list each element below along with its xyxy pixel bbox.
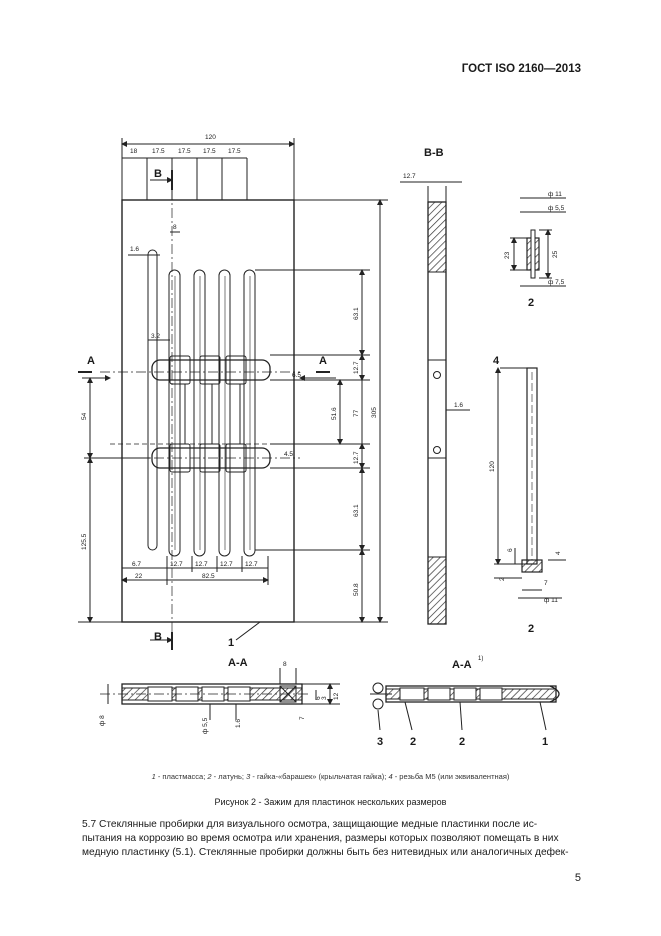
page-number: 5: [574, 872, 581, 884]
dim-12-7-e: 12.7: [220, 561, 233, 568]
aa-dim-8: 8: [283, 661, 287, 668]
paragraph-line-1: 5.7 Стеклянные пробирки для визуального …: [82, 819, 538, 830]
callout-2-aa1-a: 2: [410, 736, 416, 748]
paragraph-line-2: пытания на коррозию во время осмотра или…: [82, 833, 559, 845]
dim-63-1-a: 63.1: [353, 307, 360, 320]
callout-2-bolt: 2: [528, 623, 534, 635]
aa-dim-1-6: 1.6: [235, 719, 242, 728]
dim-22: 22: [135, 573, 143, 580]
clamp-technical-drawing: 120 18 17.5 17.5 17.5 17.5 8 1.6 3.2 54 …: [78, 134, 566, 748]
dim-51-6: 51.6: [331, 407, 338, 420]
marker-a-right: A: [319, 355, 327, 367]
aa-dim-3: 3: [321, 696, 328, 700]
dim-82-5: 82.5: [202, 573, 215, 580]
paragraph-line-3: медную пластинку (5.1). Стеклянные проби…: [82, 847, 569, 859]
bolt-dim-11: ф 11: [544, 597, 558, 604]
callout-3: 3: [377, 736, 383, 748]
figure-title: Рисунок 2 - Зажим для пластинок нескольк…: [214, 797, 447, 807]
bolt-dim-120: 120: [489, 461, 496, 472]
dim-1-6: 1.6: [130, 246, 139, 253]
callout-1-aa1: 1: [542, 736, 548, 748]
dim-77: 77: [353, 409, 360, 417]
dim-54: 54: [81, 412, 88, 420]
aa-dim-7: 7: [299, 716, 306, 720]
section-label-aa-1: A-A: [452, 659, 472, 671]
bb-dim-12-7: 12.7: [403, 173, 416, 180]
callout-4-bolt: 4: [493, 355, 500, 367]
dim-3-2: 3.2: [151, 333, 160, 340]
dim-120: 120: [205, 134, 216, 141]
marker-a-left: A: [87, 355, 95, 367]
dim-17-5-d: 17.5: [228, 148, 241, 155]
bb-dim-1-6: 1.6: [454, 402, 463, 409]
aa-dim-dia-8: ф 8: [99, 715, 106, 726]
dim-6-7: 6.7: [132, 561, 141, 568]
dim-4-5: 4.5: [284, 451, 293, 458]
dim-305: 305: [371, 407, 378, 418]
dim-50-8: 50.8: [353, 583, 360, 596]
dim-12-7-f: 12.7: [245, 561, 258, 568]
callout-1-main: 1: [228, 637, 234, 649]
aa-dim-6: 6: [315, 696, 322, 700]
dim-6-5: 6.5: [292, 372, 301, 379]
nut-dim-23: 23: [504, 251, 511, 259]
figure-legend: 1 - пластмасса; 2 - латунь; 3 - гайка-«б…: [151, 772, 510, 781]
section-label-aa: A-A: [228, 657, 248, 669]
section-label-bb: B-B: [424, 147, 444, 159]
aa-dim-dia-5-5: ф 5,5: [202, 717, 209, 734]
nut-dim-5-5: ф 5,5: [548, 205, 565, 212]
dim-17-5-b: 17.5: [178, 148, 191, 155]
dim-12-7-d: 12.7: [195, 561, 208, 568]
section-5-7-paragraph: 5.7 Стеклянные пробирки для визуального …: [82, 818, 582, 861]
nut-dim-25: 25: [552, 250, 559, 258]
marker-b-bottom: B: [154, 631, 162, 643]
dim-125-5: 125.5: [81, 533, 88, 550]
callout-2-nut: 2: [528, 297, 534, 309]
dim-12-7-c: 12.7: [170, 561, 183, 568]
section-aa1-footnote-mark: 1): [478, 656, 483, 662]
nut-dim-7-5: ф 7,5: [548, 279, 565, 286]
bolt-dim-2: 2: [499, 577, 506, 581]
dim-12-7-b: 12.7: [353, 451, 360, 464]
dim-17-5-c: 17.5: [203, 148, 216, 155]
bolt-dim-7: 7: [544, 580, 548, 587]
marker-b-top: B: [154, 168, 162, 180]
standard-header: ГОСТ ISO 2160—2013: [461, 63, 581, 75]
dim-12-7-a: 12.7: [353, 361, 360, 374]
dim-63-1-b: 63.1: [353, 504, 360, 517]
aa-dim-12: 12: [333, 692, 340, 700]
callout-2-aa1-b: 2: [459, 736, 465, 748]
bolt-dim-6: 6: [507, 548, 514, 552]
dim-17-5-a: 17.5: [152, 148, 165, 155]
dim-18: 18: [130, 148, 138, 155]
bolt-dim-4: 4: [555, 551, 562, 555]
nut-dim-11: ф 11: [548, 191, 562, 198]
dim-8: 8: [173, 224, 177, 231]
